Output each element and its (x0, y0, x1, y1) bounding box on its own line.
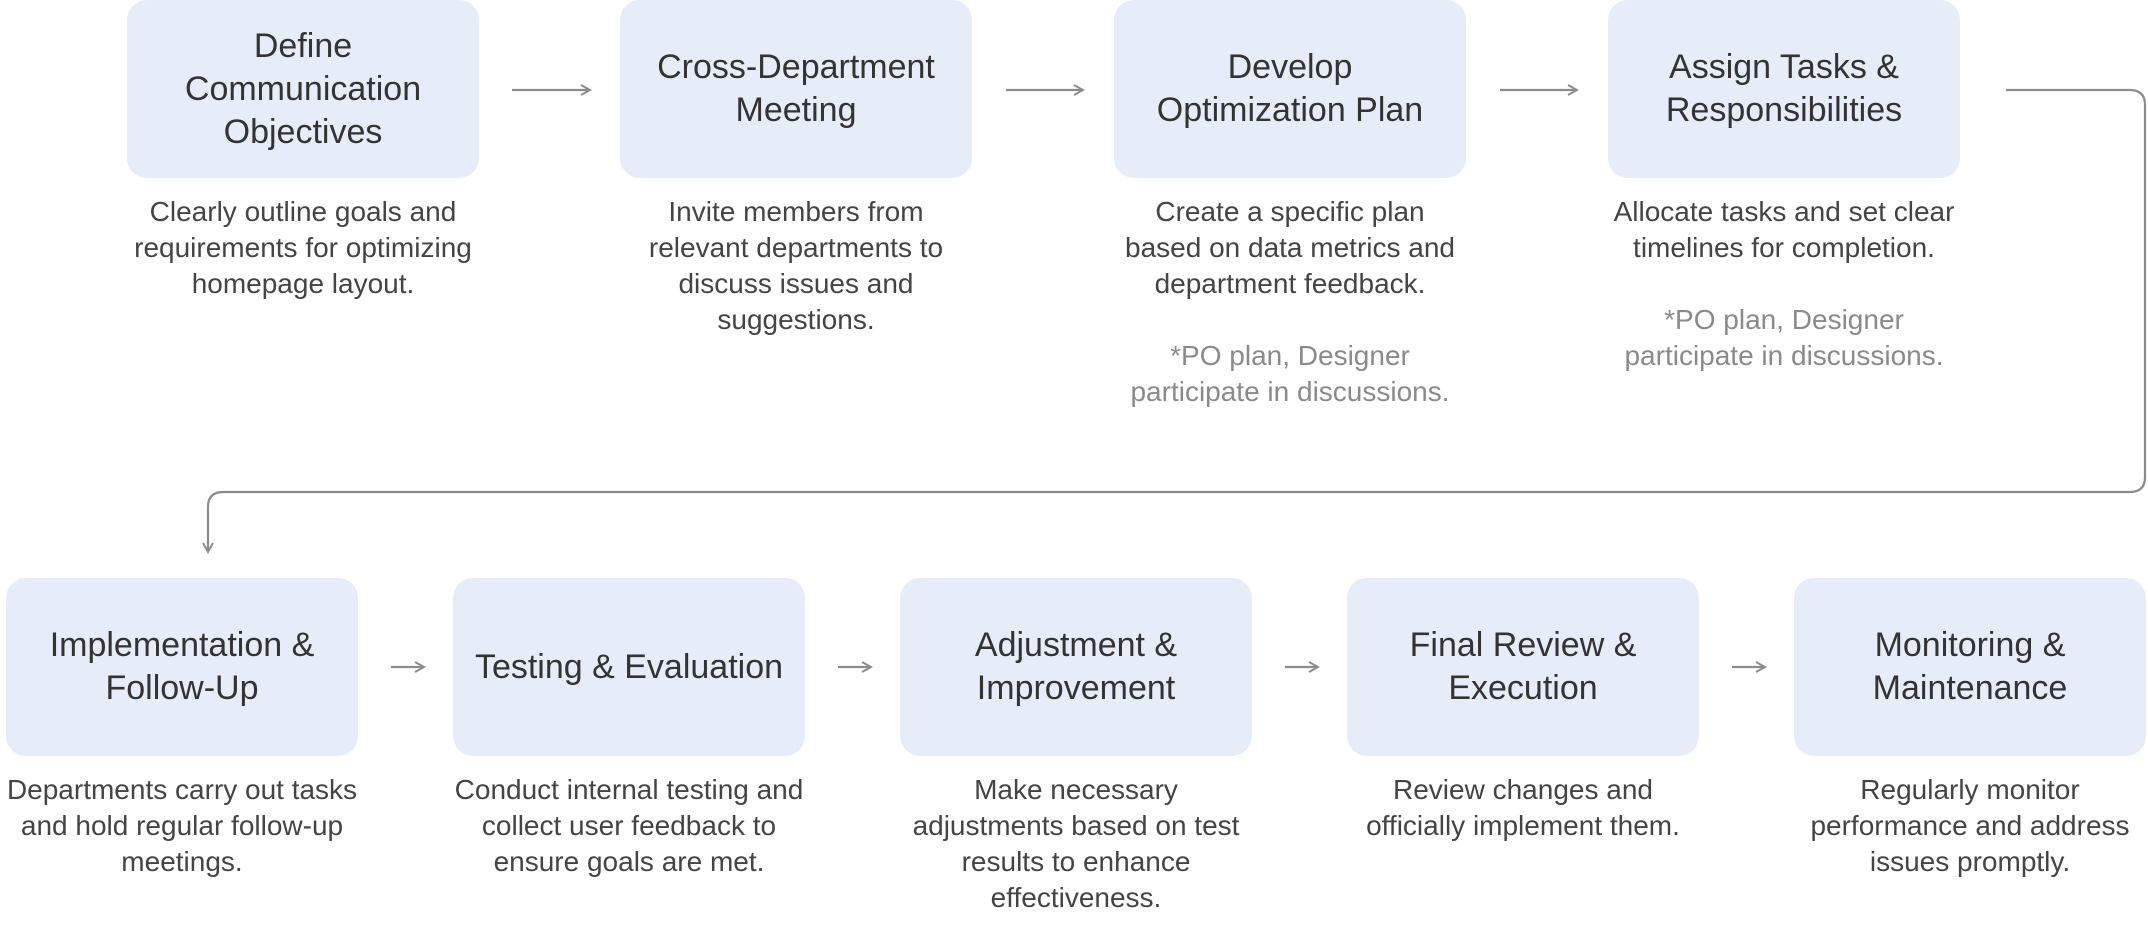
step-box: Implementation & Follow-Up (6, 578, 358, 756)
step-title: Final Review & Execution (1409, 626, 1637, 707)
step-description: Clearly outline goals and requirements f… (134, 196, 472, 299)
step-title: Develop Optimization Plan (1156, 48, 1424, 129)
step-title: Implementation & Follow-Up (49, 626, 315, 707)
step-title: Cross-Department Meeting (657, 48, 935, 129)
step-final-review-execution: Final Review & Execution Review changes … (1347, 578, 1699, 844)
step-monitoring-maintenance: Monitoring & Maintenance Regularly monit… (1794, 578, 2146, 880)
step-description: Review changes and officially implement … (1366, 774, 1680, 841)
step-title: Monitoring & Maintenance (1872, 626, 2068, 707)
step-note: *PO plan, Designer participate in discus… (1130, 340, 1450, 407)
step-title: Testing & Evaluation (474, 647, 784, 686)
step-description: Make necessary adjustments based on test… (912, 774, 1240, 913)
step-implementation-follow-up: Implementation & Follow-Up Departments c… (6, 578, 358, 880)
step-box: Monitoring & Maintenance (1794, 578, 2146, 756)
arrow-step4-to-step5 (208, 88, 2147, 552)
step-description: Create a specific plan based on data met… (1125, 196, 1455, 299)
step-box: Adjustment & Improvement (900, 578, 1252, 756)
step-adjustment-improvement: Adjustment & Improvement Make necessary … (900, 578, 1252, 916)
step-description: Invite members from relevant departments… (648, 196, 944, 335)
step-define-communication-objectives: Define Communication Objectives Clearly … (127, 0, 479, 302)
step-box: Testing & Evaluation (453, 578, 805, 756)
step-description: Conduct internal testing and collect use… (454, 774, 804, 877)
step-box: Cross-Department Meeting (620, 0, 972, 178)
step-cross-department-meeting: Cross-Department Meeting Invite members … (620, 0, 972, 338)
step-description: Regularly monitor performance and addres… (1810, 774, 2130, 877)
step-title: Define Communication Objectives (184, 26, 422, 151)
step-develop-optimization-plan: Develop Optimization Plan Create a speci… (1114, 0, 1466, 410)
step-box: Define Communication Objectives (127, 0, 479, 178)
step-box: Final Review & Execution (1347, 578, 1699, 756)
step-title: Adjustment & Improvement (974, 626, 1178, 707)
step-title: Assign Tasks & Responsibilities (1665, 48, 1903, 129)
step-description: Departments carry out tasks and hold reg… (6, 774, 358, 877)
step-testing-evaluation: Testing & Evaluation Conduct internal te… (453, 578, 805, 880)
step-box: Develop Optimization Plan (1114, 0, 1466, 178)
step-assign-tasks-responsibilities: Assign Tasks & Responsibilities Allocate… (1608, 0, 1960, 374)
step-description: Allocate tasks and set clear timelines f… (1613, 196, 1955, 263)
step-note: *PO plan, Designer participate in discus… (1624, 304, 1944, 371)
step-box: Assign Tasks & Responsibilities (1608, 0, 1960, 178)
